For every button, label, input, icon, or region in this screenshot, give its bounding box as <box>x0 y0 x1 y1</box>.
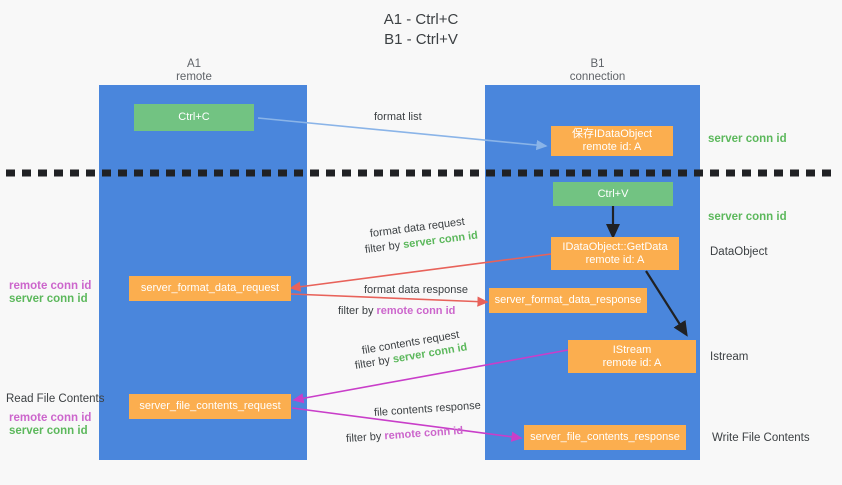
box-server-format-data-response[interactable]: server_format_data_response <box>489 288 647 313</box>
page-title: A1 - Ctrl+C B1 - Ctrl+V <box>0 10 842 50</box>
label-dataobject: DataObject <box>710 246 768 258</box>
box-server-file-contents-response[interactable]: server_file_contents_response <box>524 425 686 450</box>
box-istream-line2: remote id: A <box>602 356 662 369</box>
box-server-format-data-request[interactable]: server_format_data_request <box>129 276 291 301</box>
caption-format-list: format list <box>374 111 422 123</box>
box-ctrl-v[interactable]: Ctrl+V <box>553 182 673 206</box>
lane-header-b1: B1 connection <box>490 58 705 84</box>
box-ctrl-c[interactable]: Ctrl+C <box>134 104 254 131</box>
box-ctrl-v-label: Ctrl+V <box>597 187 629 200</box>
caption-format-data-response: format data response <box>364 284 468 296</box>
lane-a1-name: A1 <box>186 58 202 70</box>
box-ctrl-c-label: Ctrl+C <box>178 111 210 123</box>
label-server-conn-id-1: server conn id <box>9 293 88 305</box>
box-save-idataobject-line1: 保存IDataObject <box>571 128 653 140</box>
box-server-format-data-response-label: server_format_data_response <box>494 294 642 306</box>
box-idataobject-getdata[interactable]: IDataObject::GetData remote id: A <box>551 237 679 270</box>
box-save-idataobject[interactable]: 保存IDataObject remote id: A <box>551 126 673 156</box>
label-server-conn-id-mid: server conn id <box>708 211 787 223</box>
caption-fdres-filter-pre: filter by <box>338 305 377 317</box>
label-istream: Istream <box>710 351 749 363</box>
box-istream[interactable]: IStream remote id: A <box>568 340 696 373</box>
box-idataobject-getdata-line2: remote id: A <box>585 253 645 266</box>
label-remote-conn-id-2: remote conn id <box>9 412 92 424</box>
caption-fcreq-filter-pre: filter by <box>354 353 394 372</box>
label-remote-conn-id-1: remote conn id <box>9 280 92 292</box>
caption-fdreq-filter-pre: filter by <box>364 239 404 256</box>
caption-fdres-filter-key: remote conn id <box>376 305 456 317</box>
box-idataobject-getdata-line1: IDataObject::GetData <box>562 240 668 253</box>
box-server-file-contents-request-label: server_file_contents_request <box>139 400 281 412</box>
box-server-file-contents-request[interactable]: server_file_contents_request <box>129 394 291 419</box>
box-server-file-contents-response-label: server_file_contents_response <box>530 431 680 443</box>
title-line-2: B1 - Ctrl+V <box>384 31 458 48</box>
lane-header-a1: A1 remote <box>104 58 284 84</box>
box-save-idataobject-line2: remote id: A <box>582 141 642 153</box>
label-server-conn-id-top: server conn id <box>708 133 787 145</box>
lane-b1-name: B1 <box>590 58 605 70</box>
caption-file-contents-response: file contents response <box>373 399 482 419</box>
lane-b1-sub: connection <box>569 71 626 83</box>
caption-file-contents-response-filter: filter by remote conn id <box>346 425 464 445</box>
box-server-format-data-request-label: server_format_data_request <box>140 282 280 294</box>
title-line-1: A1 - Ctrl+C <box>383 11 459 28</box>
caption-fcres-filter-pre: filter by <box>345 430 385 445</box>
label-write-file-contents: Write File Contents <box>712 432 810 444</box>
label-server-conn-id-2: server conn id <box>9 425 88 437</box>
box-istream-line1: IStream <box>612 343 652 356</box>
caption-fcres-filter-key: remote conn id <box>384 424 464 443</box>
label-read-file-contents: Read File Contents <box>6 393 105 405</box>
lane-a1-sub: remote <box>176 71 212 83</box>
caption-format-data-response-filter: filter by remote conn id <box>338 305 455 317</box>
